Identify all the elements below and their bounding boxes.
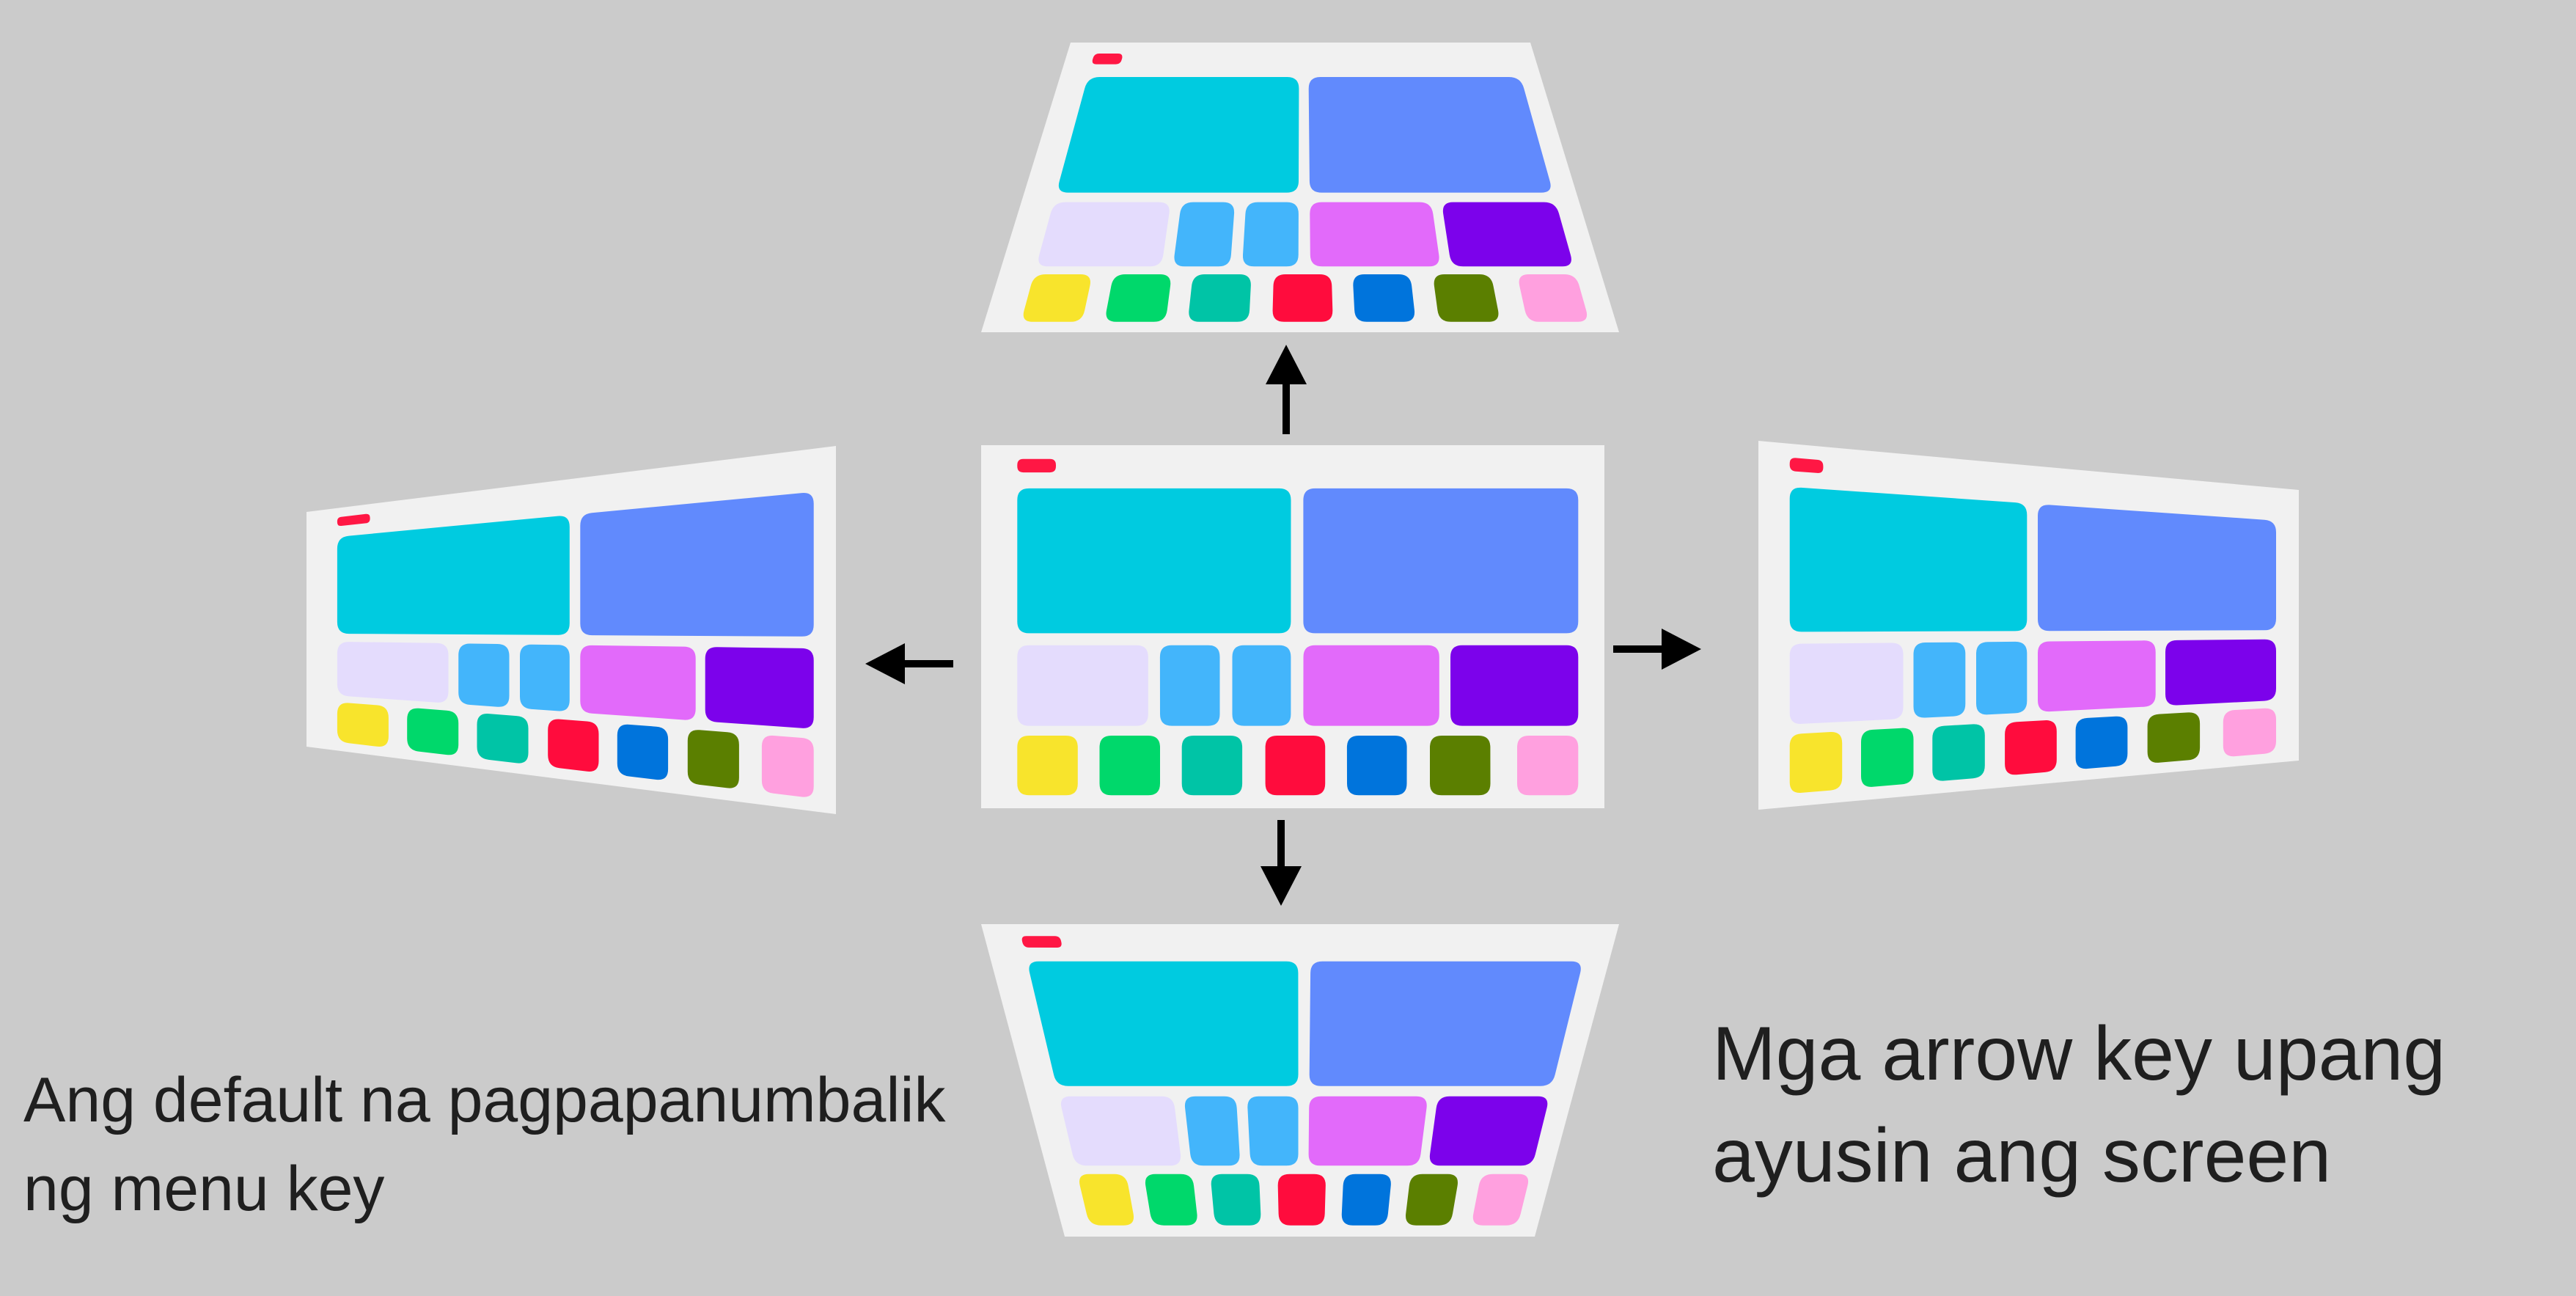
- app-tile: [1303, 645, 1439, 726]
- app-tile: [1429, 1096, 1548, 1166]
- app-tile: [1242, 202, 1299, 267]
- app-tile: [548, 719, 599, 772]
- app-tile: [1060, 1096, 1181, 1166]
- center-screen: [981, 445, 1604, 808]
- arrow-head: [865, 643, 905, 684]
- app-tile: [1913, 642, 1966, 718]
- app-tile: [1184, 1096, 1240, 1166]
- app-tile: [1353, 274, 1415, 322]
- app-tile: [705, 647, 814, 728]
- right-screen: [1758, 441, 2299, 810]
- app-tile: [458, 643, 510, 707]
- app-tile: [580, 645, 696, 720]
- app-tile: [580, 492, 814, 637]
- screen-indicator: [1021, 936, 1062, 948]
- screen-indicator: [1789, 458, 1824, 473]
- app-tile: [1017, 736, 1078, 796]
- up-screen: [981, 43, 1619, 332]
- app-tile: [1106, 274, 1171, 322]
- down-arrow-icon: [1261, 820, 1302, 906]
- app-tile: [2223, 708, 2276, 757]
- app-tile: [1189, 274, 1251, 322]
- app-tile: [407, 708, 459, 755]
- app-tile: [1346, 736, 1407, 796]
- app-tile: [1017, 488, 1291, 634]
- menu-key-caption-line-2: ng menu key: [23, 1154, 385, 1224]
- app-tile: [1789, 487, 2028, 632]
- app-tile: [1174, 202, 1235, 267]
- app-tile: [477, 714, 529, 764]
- app-tile: [687, 730, 739, 788]
- arrow-head: [1261, 866, 1302, 906]
- menu-key-caption-line-1: Ang default na pagpapanumbalik: [23, 1065, 946, 1135]
- app-tile: [1406, 1174, 1458, 1226]
- app-tile: [1232, 645, 1291, 726]
- app-tile: [1079, 1174, 1134, 1226]
- screen-indicator: [337, 513, 370, 527]
- arrow-keys-caption-line-2: ayusin ang screen: [1712, 1113, 2332, 1198]
- app-tile: [1303, 488, 1579, 634]
- app-tile: [1058, 77, 1299, 193]
- app-tile: [1023, 274, 1090, 322]
- app-tile: [2038, 640, 2156, 712]
- app-tile: [1181, 736, 1243, 796]
- app-tile: [1099, 736, 1160, 796]
- app-tile: [1789, 642, 1904, 724]
- app-tile: [1038, 202, 1170, 267]
- screen-indicator: [1092, 54, 1123, 65]
- screen-indicator: [1017, 458, 1056, 473]
- app-tile: [1789, 731, 1843, 794]
- left-screen: [307, 446, 836, 814]
- up-arrow-icon: [1266, 345, 1307, 434]
- app-tile: [2005, 720, 2057, 775]
- app-tile: [1341, 1174, 1391, 1226]
- app-tile: [1308, 1096, 1427, 1166]
- app-tile: [1017, 645, 1148, 726]
- app-tile: [1309, 961, 1581, 1086]
- app-tile: [1265, 736, 1326, 796]
- app-tile: [761, 735, 814, 797]
- app-tile: [2075, 716, 2128, 769]
- app-tile: [1472, 1174, 1529, 1226]
- app-tile: [1442, 202, 1571, 267]
- menu-key-caption: Ang default na pagpapanumbalik ng menu k…: [23, 1056, 946, 1234]
- arrow-head: [1266, 345, 1307, 384]
- app-tile: [520, 644, 570, 711]
- app-tile: [1932, 724, 1985, 781]
- app-tile: [1308, 77, 1551, 193]
- app-tile: [2147, 712, 2201, 763]
- app-tile: [1861, 728, 1914, 787]
- app-tile: [1450, 645, 1579, 726]
- app-tile: [1517, 736, 1579, 796]
- app-tile: [1519, 274, 1588, 322]
- app-tile: [1434, 274, 1499, 322]
- app-tile: [1310, 202, 1439, 267]
- app-tile: [1277, 1174, 1326, 1226]
- down-screen: [981, 924, 1619, 1237]
- app-tile: [1159, 645, 1220, 726]
- app-tile: [1211, 1174, 1261, 1226]
- app-tile: [1029, 961, 1299, 1086]
- app-tile: [1976, 641, 2028, 715]
- app-tile: [2165, 639, 2276, 706]
- app-tile: [617, 724, 669, 780]
- app-tile: [1430, 736, 1491, 796]
- right-arrow-icon: [1613, 629, 1701, 670]
- app-tile: [337, 642, 449, 703]
- app-tile: [337, 703, 389, 747]
- app-tile: [337, 516, 570, 635]
- arrow-head: [1662, 629, 1701, 670]
- app-tile: [1272, 274, 1333, 322]
- arrow-keys-caption: Mga arrow key upang ayusin ang screen: [1712, 1003, 2445, 1207]
- arrow-keys-caption-line-1: Mga arrow key upang: [1712, 1011, 2446, 1097]
- app-tile: [2038, 505, 2276, 631]
- app-tile: [1247, 1096, 1299, 1166]
- app-tile: [1145, 1174, 1197, 1226]
- left-arrow-icon: [865, 643, 953, 684]
